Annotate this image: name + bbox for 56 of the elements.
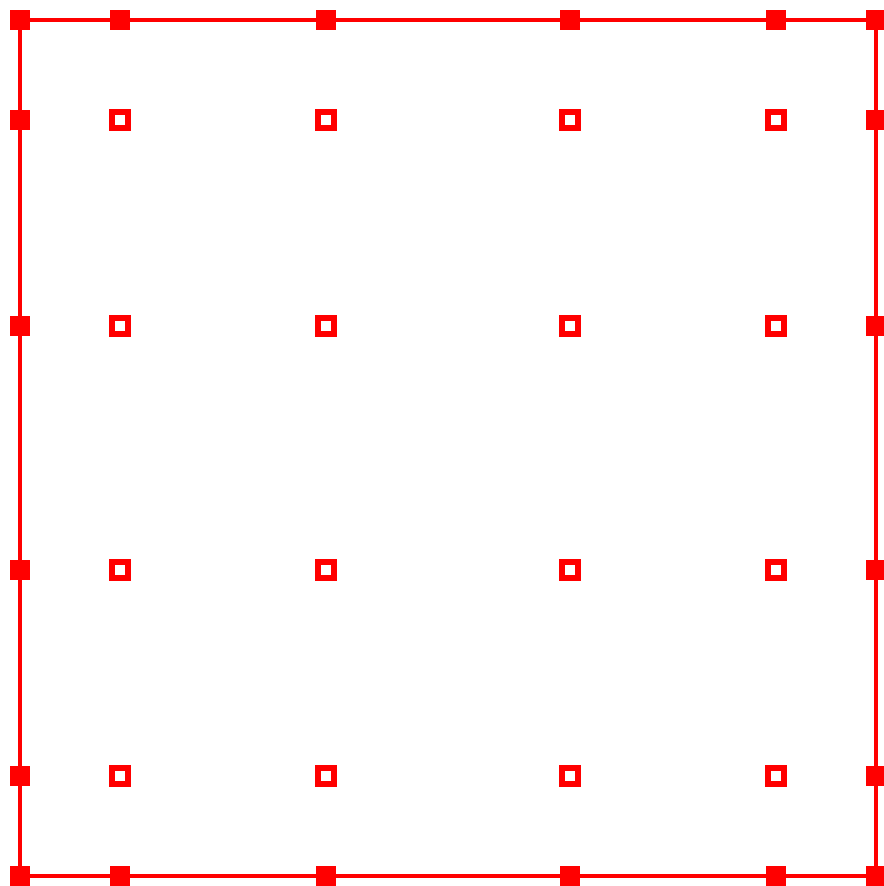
boundary-line: [130, 874, 316, 878]
boundary-line: [336, 874, 560, 878]
interior-point-marker: [559, 559, 581, 581]
boundary-line: [874, 580, 878, 766]
interior-point-marker: [109, 315, 131, 337]
boundary-point-marker: [560, 866, 580, 886]
boundary-point-marker: [560, 10, 580, 30]
boundary-point-marker: [316, 866, 336, 886]
boundary-point-marker: [10, 866, 30, 886]
boundary-point-marker: [766, 866, 786, 886]
interior-point-marker: [559, 109, 581, 131]
interior-point-marker: [315, 109, 337, 131]
boundary-line: [30, 874, 110, 878]
boundary-point-marker: [110, 10, 130, 30]
boundary-line: [18, 130, 22, 316]
boundary-point-marker: [110, 866, 130, 886]
boundary-point-marker: [10, 10, 30, 30]
boundary-point-marker: [866, 866, 884, 886]
interior-point-marker: [109, 765, 131, 787]
boundary-point-marker: [866, 766, 884, 786]
boundary-point-marker: [766, 10, 786, 30]
interior-point-marker: [315, 559, 337, 581]
boundary-point-marker: [316, 10, 336, 30]
interior-point-marker: [765, 765, 787, 787]
boundary-line: [874, 786, 878, 866]
boundary-point-marker: [10, 110, 30, 130]
boundary-line: [336, 18, 560, 22]
boundary-point-marker: [866, 560, 884, 580]
boundary-line: [18, 30, 22, 110]
boundary-line: [874, 30, 878, 110]
boundary-line: [580, 874, 766, 878]
boundary-point-marker: [10, 316, 30, 336]
boundary-point-marker: [10, 766, 30, 786]
interior-point-marker: [765, 315, 787, 337]
interior-point-marker: [315, 315, 337, 337]
boundary-line: [30, 18, 110, 22]
interior-point-marker: [315, 765, 337, 787]
boundary-line: [580, 18, 766, 22]
boundary-point-marker: [866, 110, 884, 130]
boundary-point-marker: [866, 316, 884, 336]
interior-point-marker: [109, 559, 131, 581]
boundary-line: [786, 874, 866, 878]
boundary-line: [874, 336, 878, 560]
interior-point-marker: [765, 109, 787, 131]
boundary-line: [18, 580, 22, 766]
interior-point-marker: [765, 559, 787, 581]
interior-point-marker: [559, 765, 581, 787]
boundary-point-marker: [866, 10, 884, 30]
interior-point-marker: [559, 315, 581, 337]
boundary-line: [786, 18, 866, 22]
interior-point-marker: [109, 109, 131, 131]
boundary-line: [130, 18, 316, 22]
boundary-line: [18, 336, 22, 560]
boundary-point-marker: [10, 560, 30, 580]
boundary-line: [874, 130, 878, 316]
boundary-line: [18, 786, 22, 866]
